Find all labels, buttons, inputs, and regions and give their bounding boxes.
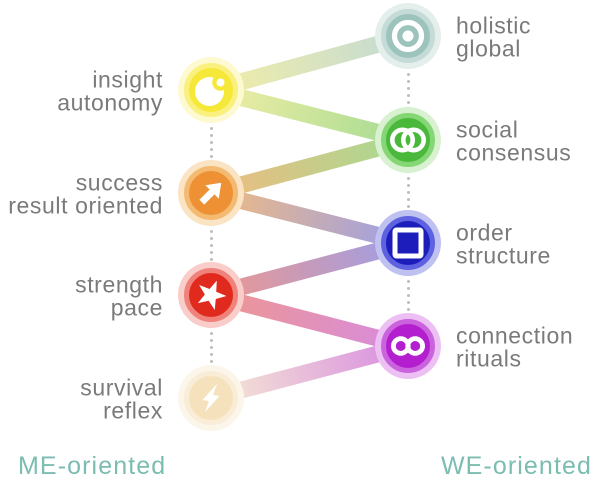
band-connection-survival: [202, 337, 417, 407]
label-success-line2: result oriented: [8, 192, 163, 218]
we-oriented-heading: WE-oriented: [440, 452, 592, 480]
venn-icon: [390, 127, 426, 153]
dotted-connector-social-order: [406, 177, 410, 208]
label-order-line2: structure: [456, 242, 551, 268]
node-insight: [184, 63, 238, 117]
node-connection: [381, 319, 435, 373]
dotted-connector-success-strength: [209, 230, 213, 261]
band-social-success: [202, 131, 417, 202]
label-social-line2: consensus: [456, 139, 572, 165]
label-connection-line1: connection: [456, 322, 574, 349]
node-success: [184, 166, 238, 220]
label-insight-line2: autonomy: [57, 89, 163, 115]
label-order-line1: order: [456, 219, 513, 246]
node-order: [381, 216, 435, 270]
label-strength-line1: strength: [75, 271, 163, 298]
bolt-icon: [202, 383, 220, 413]
node-holistic: [381, 9, 435, 63]
label-holistic-line1: holistic: [456, 12, 532, 39]
bullseye-icon: [391, 19, 425, 53]
band-holistic-insight: [202, 27, 417, 99]
infinity-icon: [390, 336, 425, 356]
label-insight-line1: insight: [92, 66, 163, 93]
cursor-arrow-icon: [199, 182, 222, 205]
node-strength: [184, 268, 238, 322]
band-order-strength: [202, 234, 417, 304]
node-survival: [184, 371, 238, 425]
label-success-line1: success: [75, 169, 163, 196]
band-insight-social: [202, 81, 417, 149]
label-strength-line2: pace: [110, 294, 163, 320]
band-strength-connection: [202, 286, 417, 355]
dotted-connector-insight-success: [209, 127, 213, 158]
dotted-connector-order-connection: [406, 280, 410, 311]
square-icon: [392, 227, 424, 259]
node-social: [381, 113, 435, 167]
dotted-connector-strength-survival: [209, 332, 213, 363]
label-holistic-line2: global: [456, 35, 521, 61]
orb-icon: [195, 74, 229, 106]
band-success-order: [202, 184, 417, 252]
me-oriented-heading: ME-oriented: [18, 452, 167, 480]
label-connection-line2: rituals: [456, 345, 522, 371]
star-icon: [197, 280, 227, 310]
label-social-line1: social: [456, 116, 519, 143]
label-survival-line1: survival: [80, 374, 163, 401]
dotted-connector-holistic-social: [406, 73, 410, 104]
label-survival-line2: reflex: [103, 397, 163, 423]
